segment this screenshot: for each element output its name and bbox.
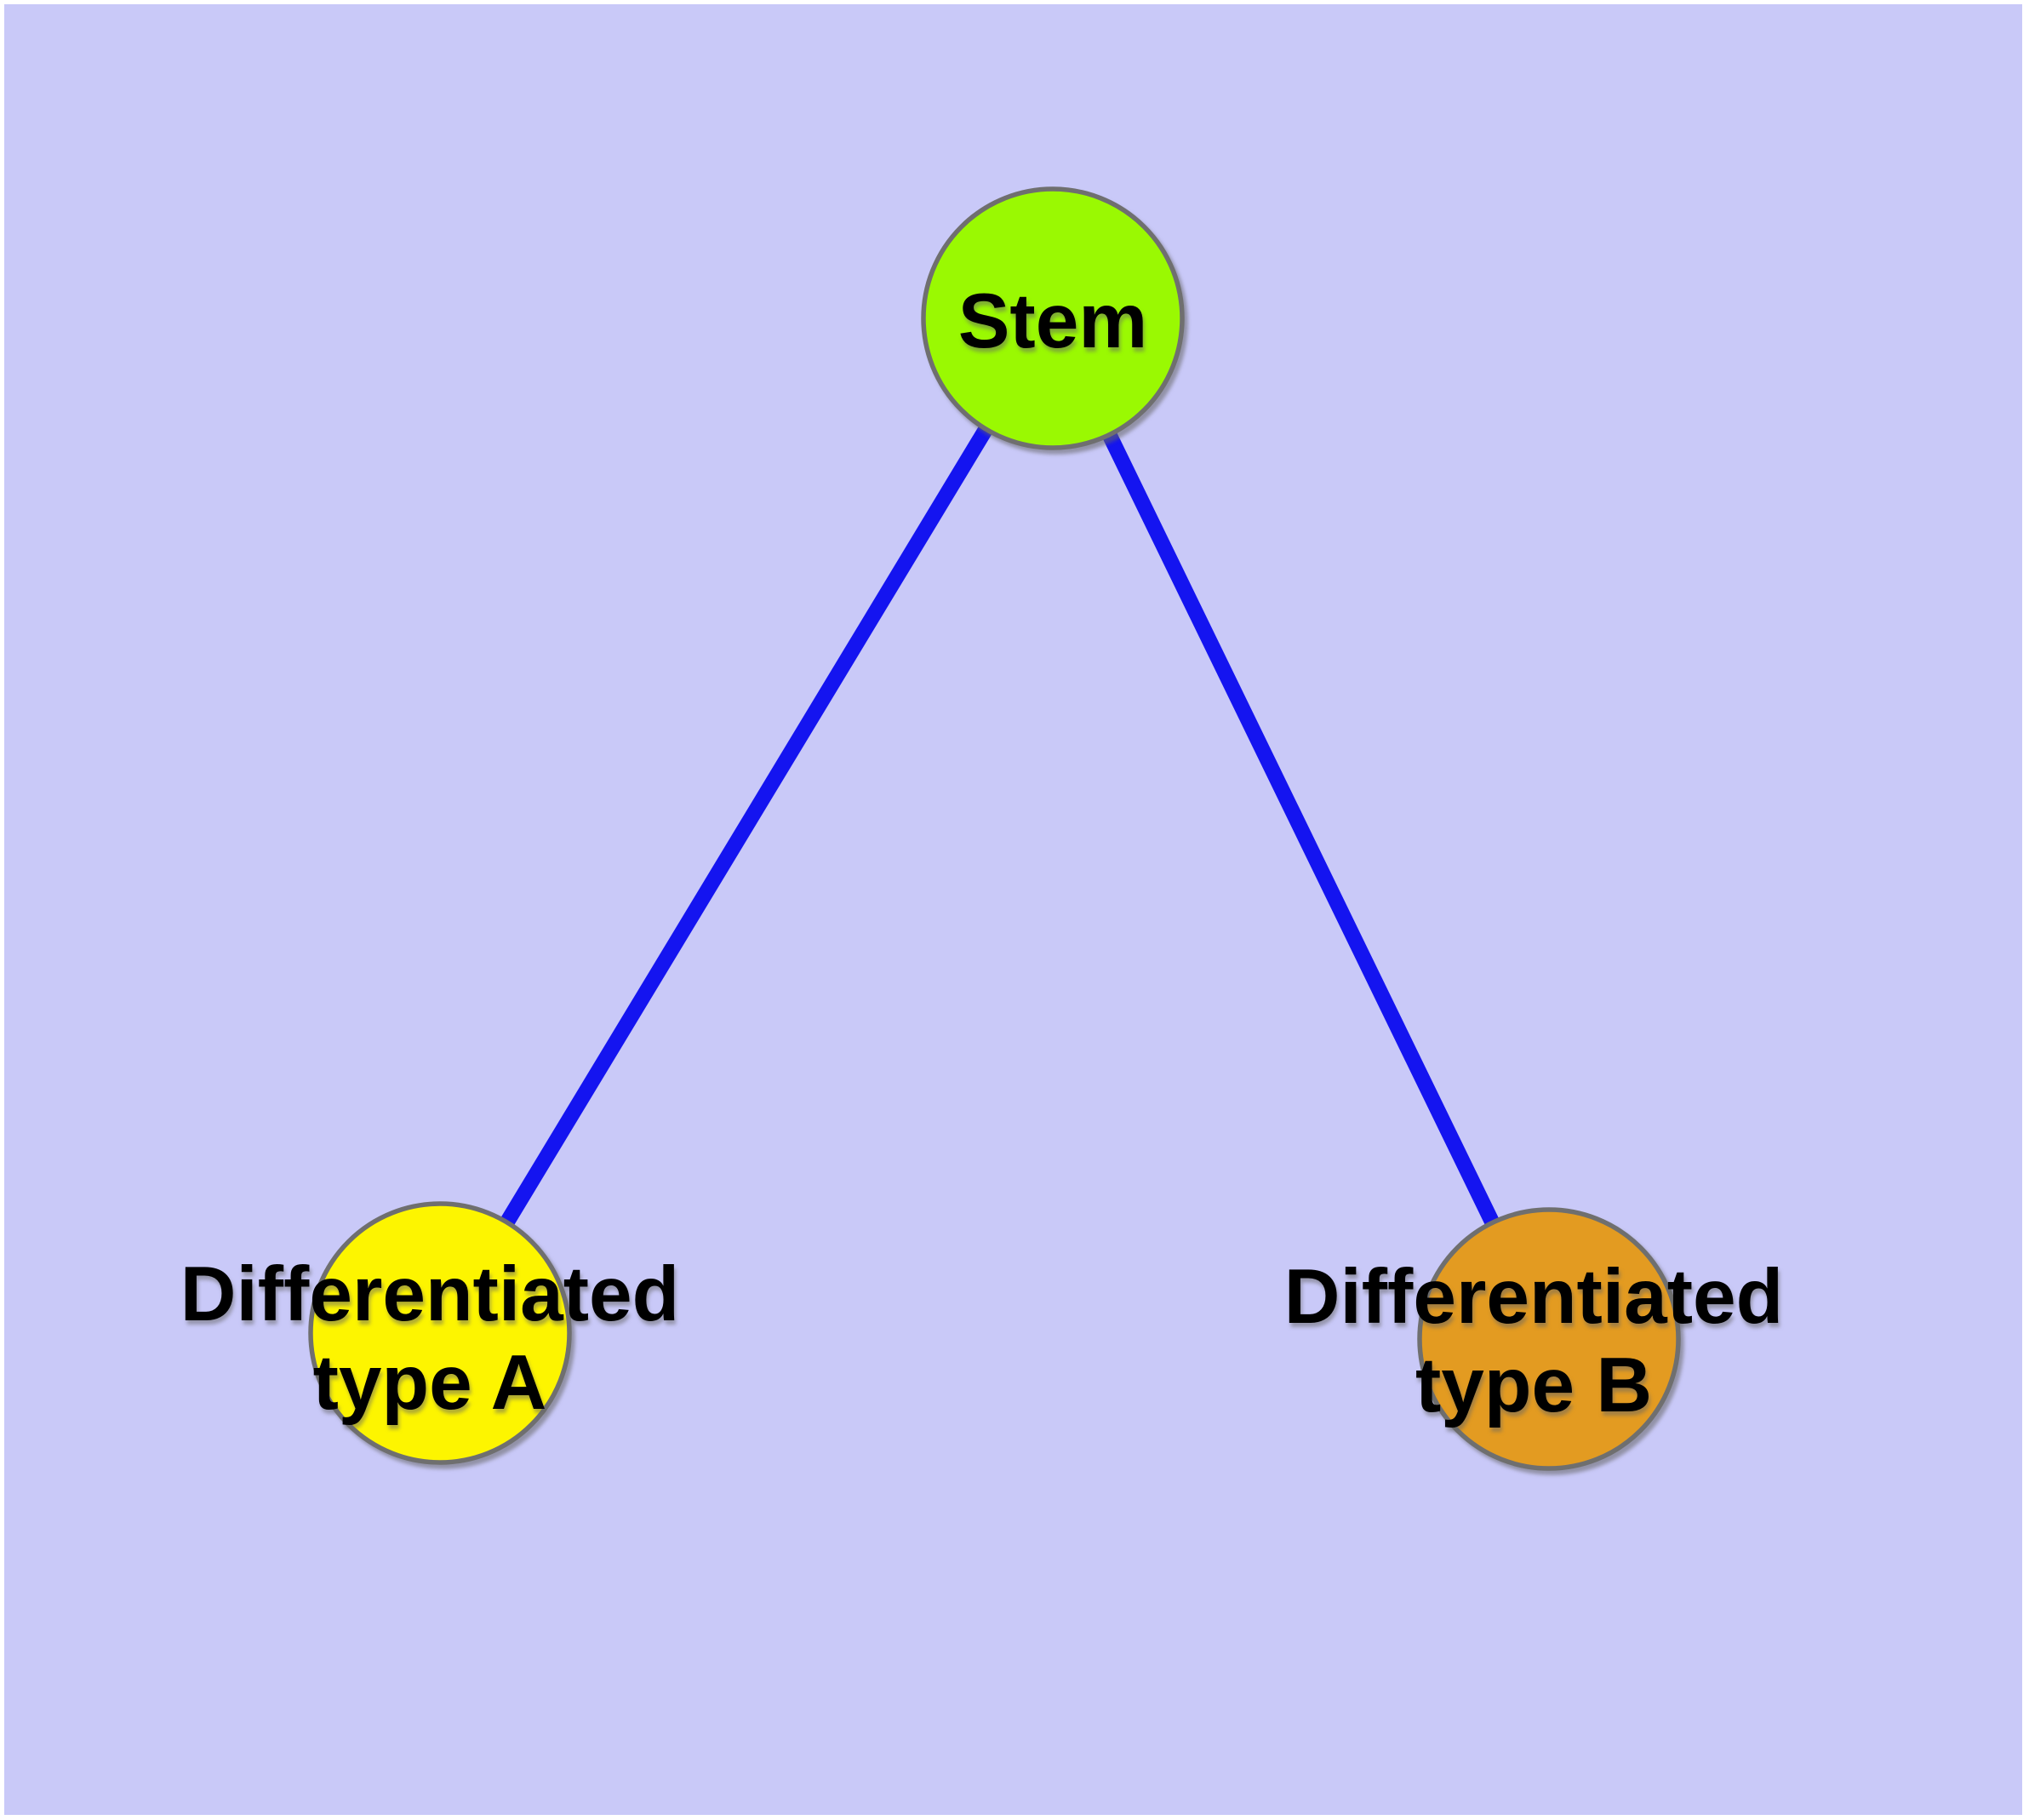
type-a-node[interactable]	[308, 1201, 572, 1465]
stem-node[interactable]	[921, 186, 1185, 450]
type-b-node-label-line1: Differentiated	[1284, 1254, 1784, 1340]
type-b-node-label-line2: type B	[1415, 1342, 1652, 1428]
edge-stem-to-type-a	[433, 314, 1060, 1337]
type-b-node[interactable]	[1417, 1207, 1681, 1471]
type-a-node-label-line2: type A	[313, 1340, 547, 1426]
edge-stem-to-type-b	[1045, 315, 1557, 1342]
stem-node-label: Stem	[958, 278, 1148, 364]
type-a-node-label-line1: Differentiated	[180, 1251, 680, 1337]
